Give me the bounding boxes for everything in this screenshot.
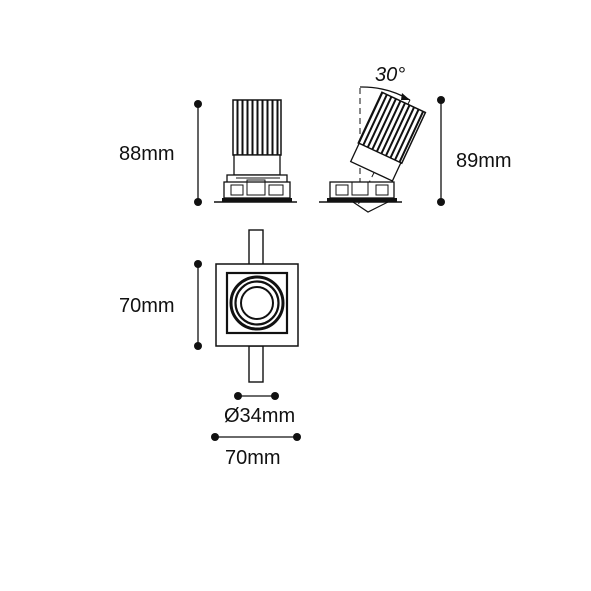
tilted-mount-bracket bbox=[329, 181, 395, 199]
spring-bar-bottom bbox=[248, 345, 264, 383]
top-width-dimension bbox=[194, 260, 202, 350]
heat-sink-fins bbox=[232, 99, 282, 156]
lens-inner-ring bbox=[240, 286, 274, 320]
tilted-view bbox=[319, 86, 427, 213]
top-view bbox=[215, 229, 299, 383]
tilted-driver-body bbox=[349, 142, 402, 182]
top-width-label: 70mm bbox=[119, 295, 175, 317]
tilted-height-dimension bbox=[437, 96, 445, 206]
diameter-dimension bbox=[234, 392, 279, 400]
tilt-angle-label: 30° bbox=[375, 64, 406, 86]
spring-bar-top bbox=[248, 229, 264, 267]
height-dimension bbox=[194, 100, 202, 206]
driver-body bbox=[233, 154, 281, 176]
side-view bbox=[214, 99, 297, 203]
tilted-height-label: 89mm bbox=[456, 150, 512, 172]
side-height-label: 88mm bbox=[119, 143, 175, 165]
aperture-diameter-label: Ø34mm bbox=[224, 405, 296, 427]
overall-width-label: 70mm bbox=[225, 447, 281, 469]
overall-width-dimension bbox=[211, 433, 301, 441]
